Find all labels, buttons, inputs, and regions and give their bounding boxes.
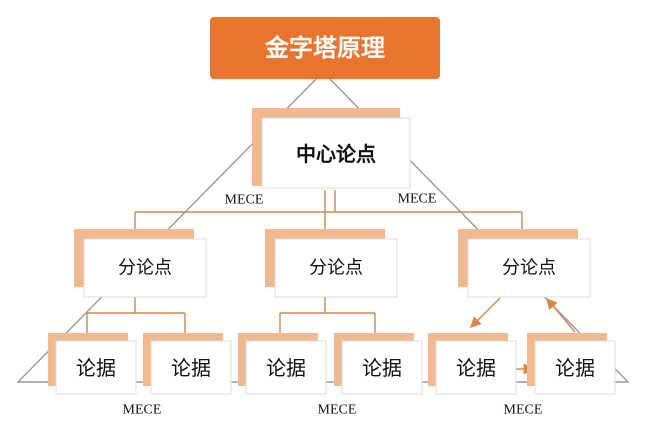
evidence-box-3: 论据 <box>238 333 327 395</box>
sub-point-box-1: 分论点 <box>74 229 207 298</box>
sub-point-text-1: 分论点 <box>118 258 172 279</box>
evidence-text-6: 论据 <box>555 356 595 380</box>
connectors-top <box>134 190 523 233</box>
mece-label-bottom-left: MECE <box>123 403 162 418</box>
mece-label-upper-right: MECE <box>398 192 437 207</box>
connectors-bottom <box>86 297 376 333</box>
evidence-text-5: 论据 <box>456 356 496 380</box>
evidence-text-4: 论据 <box>362 356 402 380</box>
central-point-text: 中心论点 <box>296 142 376 166</box>
evidence-box-2: 论据 <box>143 333 232 395</box>
evidence-box-1: 论据 <box>48 333 137 395</box>
evidence-text-3: 论据 <box>266 356 306 380</box>
evidence-box-6: 论据 <box>527 333 616 395</box>
evidence-text-2: 论据 <box>171 356 211 380</box>
mece-label-upper-left: MECE <box>225 193 264 208</box>
title-box: 金字塔原理 <box>210 17 440 79</box>
mece-label-bottom-middle: MECE <box>318 403 357 418</box>
title-text: 金字塔原理 <box>264 34 385 62</box>
central-point-box: 中心论点 <box>252 108 411 189</box>
sub-point-box-3: 分论点 <box>458 229 591 298</box>
sub-point-box-2: 分论点 <box>265 229 398 298</box>
mece-label-bottom-right: MECE <box>504 403 543 418</box>
evidence-box-4: 论据 <box>334 333 423 395</box>
sub-point-text-3: 分论点 <box>502 258 556 279</box>
sub-point-text-2: 分论点 <box>309 258 363 279</box>
evidence-text-1: 论据 <box>76 356 116 380</box>
evidence-box-5: 论据 <box>428 333 517 395</box>
